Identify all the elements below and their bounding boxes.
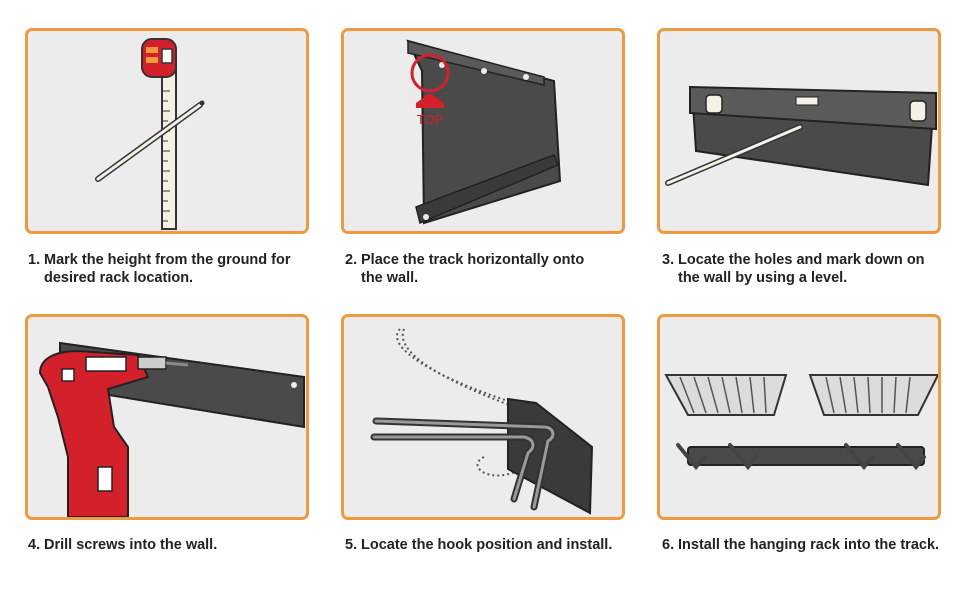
track-top-illustration: TOP bbox=[406, 39, 562, 225]
step-1-caption: 1.Mark the height from the ground for de… bbox=[28, 251, 328, 287]
step-number: 1. bbox=[28, 252, 41, 268]
step-number: 3. bbox=[662, 252, 675, 268]
step-text-line2: the wall by using a level. bbox=[678, 270, 848, 286]
step-text-line2: the wall. bbox=[361, 270, 419, 286]
hanging-rack-illustration bbox=[664, 374, 938, 471]
step-text: Place the track horizontally onto bbox=[361, 252, 585, 268]
step-text: Locate the hook position and install. bbox=[361, 537, 613, 553]
step-2-illustration: TOP bbox=[341, 28, 625, 234]
step-6-illustration bbox=[657, 314, 941, 520]
step-5-caption: 5.Locate the hook position and install. bbox=[345, 536, 645, 554]
step-2-caption: 2.Place the track horizontally onto the … bbox=[345, 251, 645, 287]
level-pencil-illustration bbox=[665, 85, 937, 187]
step-number: 5. bbox=[345, 537, 358, 553]
step-number: 2. bbox=[345, 252, 358, 268]
top-label: TOP bbox=[417, 112, 444, 127]
step-6-caption: 6.Install the hanging rack into the trac… bbox=[662, 536, 962, 554]
step-5-illustration bbox=[341, 314, 625, 520]
step-4-illustration bbox=[25, 314, 309, 520]
step-3-caption: 3.Locate the holes and mark down on the … bbox=[662, 251, 962, 287]
step-text-line2: desired rack location. bbox=[44, 270, 194, 286]
step-number: 4. bbox=[28, 537, 41, 553]
step-4-caption: 4.Drill screws into the wall. bbox=[28, 536, 328, 554]
step-number: 6. bbox=[662, 537, 675, 553]
step-text: Mark the height from the ground for bbox=[44, 252, 291, 268]
tape-measure-pencil-illustration bbox=[95, 38, 205, 230]
step-text: Install the hanging rack into the track. bbox=[678, 537, 940, 553]
step-1-illustration bbox=[25, 28, 309, 234]
hook-install-illustration bbox=[370, 328, 594, 515]
step-text: Drill screws into the wall. bbox=[44, 537, 218, 553]
drill-illustration bbox=[38, 341, 305, 517]
step-3-illustration bbox=[657, 28, 941, 234]
step-text: Locate the holes and mark down on bbox=[678, 252, 925, 268]
